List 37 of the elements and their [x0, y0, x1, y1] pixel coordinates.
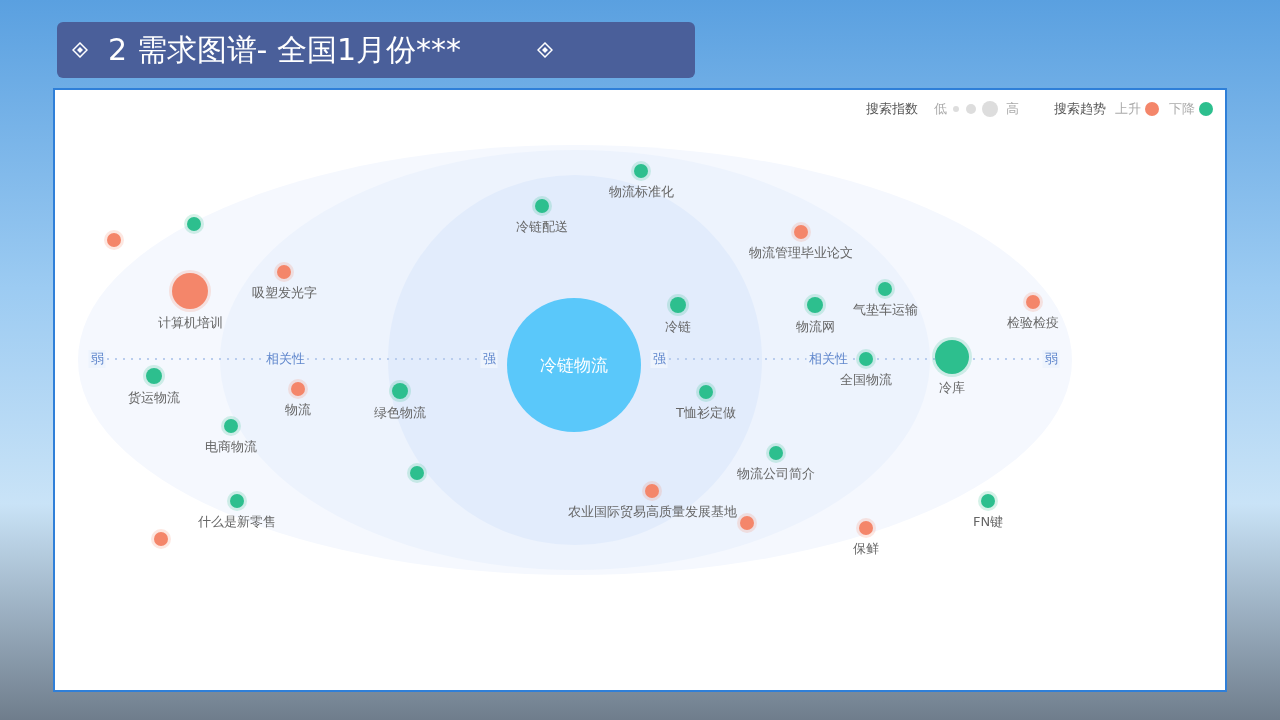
axis-label: 强	[650, 350, 668, 368]
keyword-bubble	[107, 233, 121, 247]
axis-label: 相关性	[263, 350, 307, 368]
keyword-label: 全国物流	[840, 371, 892, 389]
keyword-label: 冷库	[939, 379, 965, 397]
axis-label: 相关性	[806, 350, 850, 368]
keyword-label: 什么是新零售	[198, 513, 276, 531]
axis-label: 弱	[1042, 350, 1060, 368]
axis-label: 强	[480, 350, 498, 368]
keyword-label: 物流标准化	[608, 183, 674, 201]
keyword-label: 电商物流	[205, 438, 257, 456]
keyword-label: 物流网	[795, 318, 835, 336]
keyword-label: 冷链	[665, 318, 691, 336]
keyword-label: 物流公司简介	[737, 465, 815, 483]
legend-label: 下降	[1169, 100, 1195, 118]
keyword-label: 吸塑发光字	[251, 284, 317, 302]
keyword-label: 保鲜	[853, 540, 879, 558]
keyword-label: 货运物流	[128, 389, 180, 407]
keyword-label: T恤衫定做	[676, 404, 736, 422]
keyword-label: 物流管理毕业论文	[749, 244, 853, 262]
keyword-bubble	[154, 532, 168, 546]
legend-label: 上升	[1115, 100, 1141, 118]
scale-label: 低	[933, 100, 947, 118]
legend-title: 搜索趋势	[1054, 100, 1106, 118]
keyword-bubble	[187, 217, 201, 231]
keyword-label: 计算机培训	[157, 314, 223, 332]
keyword-label: 绿色物流	[374, 404, 426, 422]
keyword-label: FN键	[972, 513, 1004, 531]
keyword-label: 农业国际贸易高质量发展基地	[567, 503, 737, 521]
scale-label: 高	[1005, 100, 1019, 118]
slide-title: 2 需求图谱- 全国1月份***	[108, 31, 462, 69]
axis-label: 弱	[88, 350, 106, 368]
legend-title: 搜索指数	[866, 100, 918, 118]
keyword-label: 检验检疫	[1007, 314, 1059, 332]
keyword-label: 物流	[285, 401, 311, 419]
keyword-label: 冷链配送	[516, 218, 568, 236]
keyword-label: 气垫车运输	[852, 301, 918, 319]
